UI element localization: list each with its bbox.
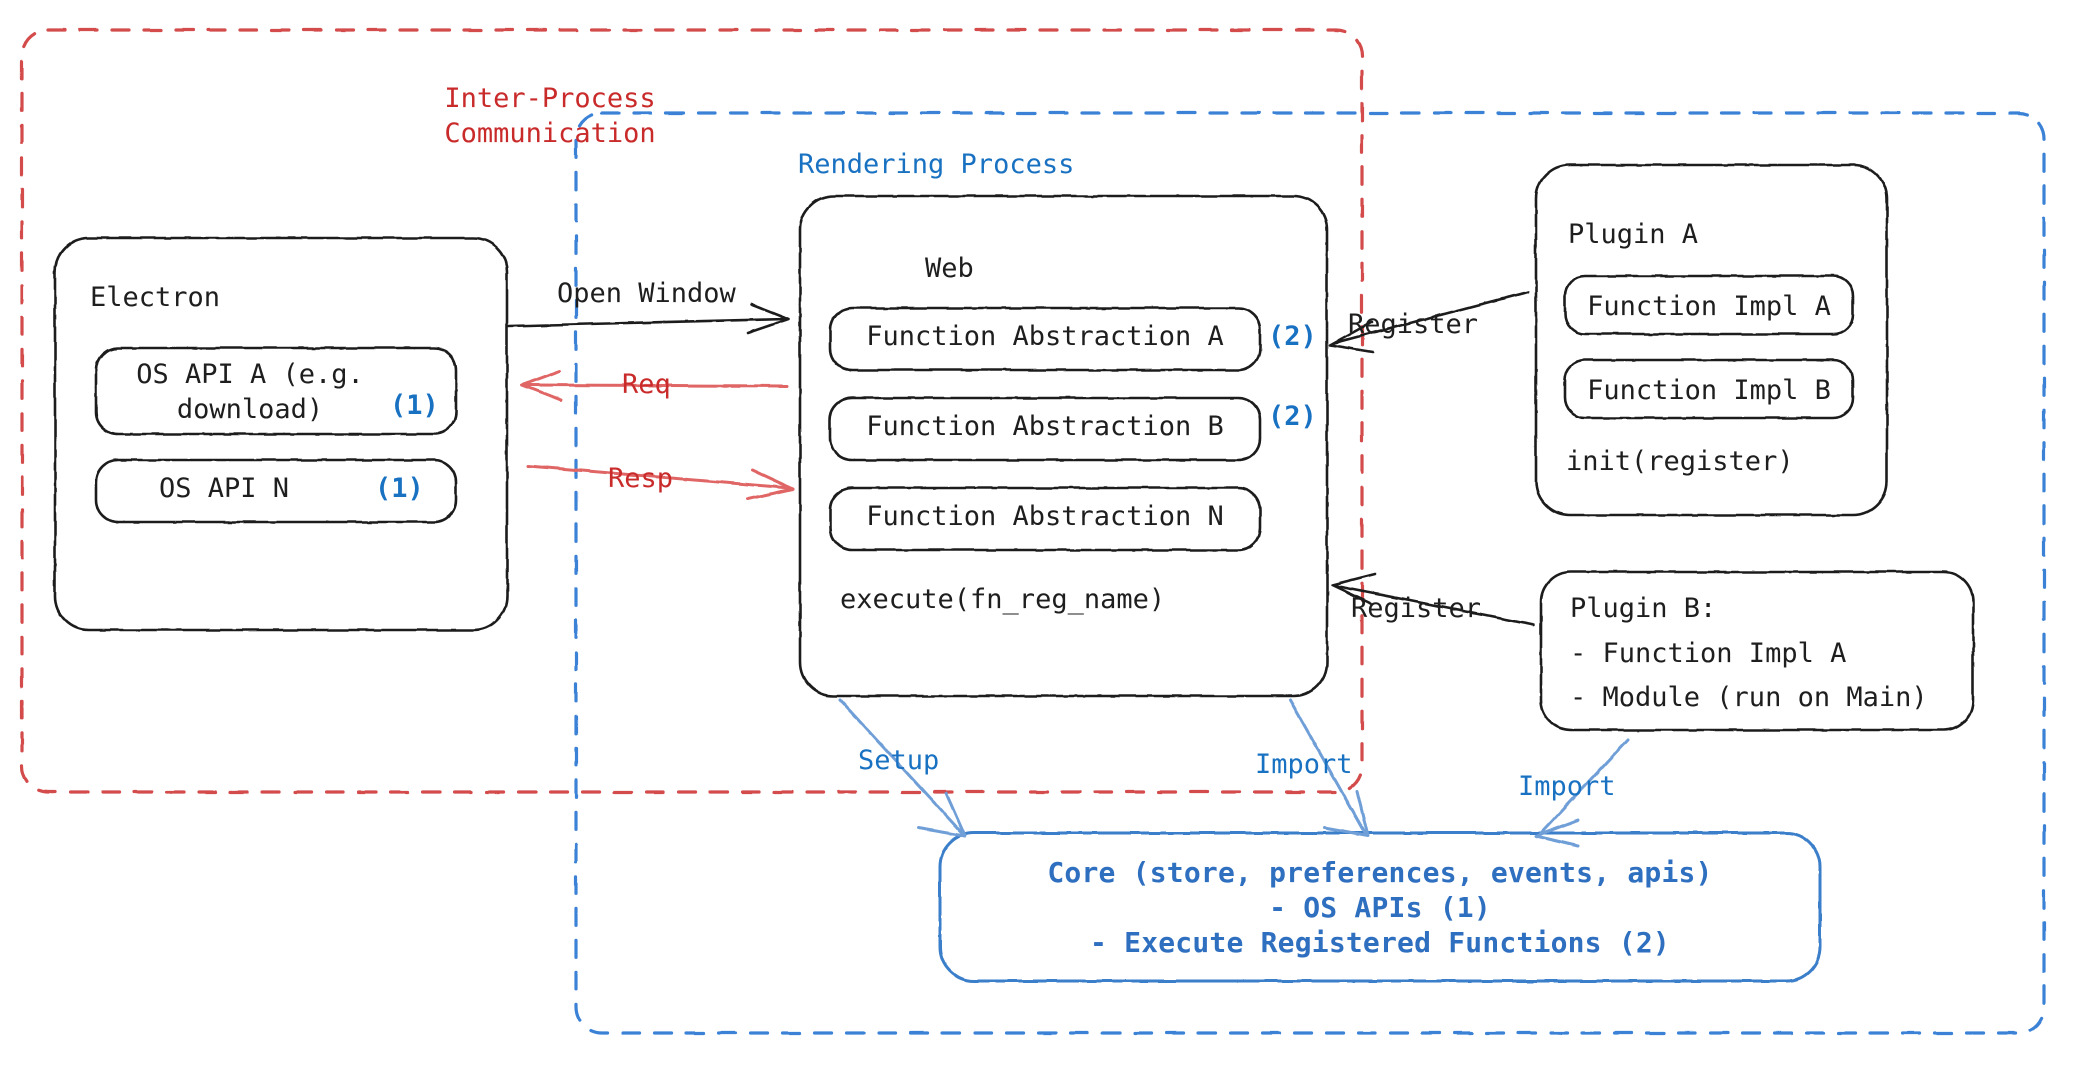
rendering-region-border [574,111,2046,1035]
os-api-n-box[interactable] [94,458,458,524]
edge-open-window-label: Open Window [557,278,736,309]
core-line-3: - Execute Registered Functions (2) [1090,926,1670,959]
core-line-2: - OS APIs (1) [1269,891,1491,924]
edge-register-a-label: Register [1348,309,1479,340]
plugin-b-line-1: - Function Impl A [1570,638,1847,669]
function-impl-a-box[interactable] [1563,274,1855,336]
electron-box[interactable] [53,236,509,632]
web-box[interactable] [798,194,1329,698]
os-api-n-marker: (1) [375,473,424,504]
edge-import-plugin [1534,738,1630,848]
function-abstraction-b-box[interactable] [828,396,1262,462]
edge-setup [838,698,967,838]
function-abstraction-a-box[interactable] [828,306,1262,372]
plugin-b-line-2: - Module (run on Main) [1570,682,1928,713]
function-impl-b-label: Function Impl B [1587,375,1831,406]
edge-open-window [506,302,791,335]
edge-req [520,369,789,402]
web-title: Web [925,253,974,284]
core-box[interactable] [938,831,1822,983]
function-abstraction-n-box[interactable] [828,486,1262,552]
os-api-a-label: OS API A (e.g. download) [136,359,364,425]
plugin-a-footer: init(register) [1566,446,1794,477]
rendering-region-label: Rendering Process [798,149,1075,180]
plugin-a-box[interactable] [1534,163,1889,517]
electron-title: Electron [90,282,221,313]
function-abstraction-a-marker: (2) [1268,321,1317,352]
function-abstraction-a-label: Function Abstraction A [866,321,1224,352]
plugin-b-box[interactable] [1539,570,1975,732]
ipc-region-border [20,28,1364,794]
os-api-n-label: OS API N [158,473,290,504]
core-line-1: Core (store, preferences, events, apis) [1047,856,1713,889]
edge-resp [526,464,795,501]
function-impl-b-box[interactable] [1563,358,1855,420]
function-impl-a-label: Function Impl A [1587,291,1831,322]
edge-resp-label: Resp [608,463,674,494]
function-abstraction-n-label: Function Abstraction N [866,501,1224,532]
edge-import-web [1288,698,1370,838]
os-api-a-box[interactable] [94,346,458,436]
edge-register-b [1330,572,1536,627]
edge-register-b-label: Register [1351,593,1482,624]
ipc-region-label: Inter-Process Communication [444,83,656,149]
plugin-b-title: Plugin B: [1570,593,1717,624]
edge-req-label: Req [622,369,671,400]
edge-register-a [1328,290,1530,354]
edge-import-web-label: Import [1255,749,1353,780]
os-api-a-marker: (1) [390,390,439,421]
edge-import-plugin-label: Import [1518,771,1616,802]
edge-setup-label: Setup [858,745,940,776]
function-abstraction-b-marker: (2) [1268,401,1317,432]
web-footer: execute(fn_reg_name) [840,584,1166,615]
plugin-a-title: Plugin A [1568,219,1699,250]
function-abstraction-b-label: Function Abstraction B [866,411,1224,442]
